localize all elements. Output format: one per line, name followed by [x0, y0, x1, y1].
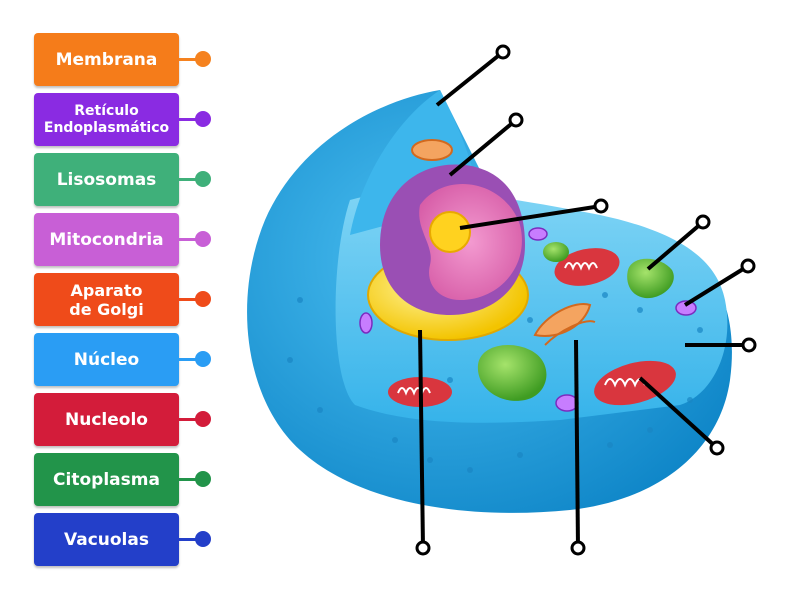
- label-text: Vacuolas: [64, 529, 149, 550]
- vacuoles: [477, 242, 674, 401]
- label-handle-dot[interactable]: [195, 51, 211, 67]
- cytoplasm-granules: [287, 292, 703, 473]
- label-vacuolas[interactable]: Vacuolas: [34, 513, 179, 566]
- lysosome-top: [411, 139, 453, 161]
- label-nucleolo[interactable]: Nucleolo: [34, 393, 179, 446]
- label-connector: [179, 58, 199, 61]
- label-citoplasma[interactable]: Citoplasma: [34, 453, 179, 506]
- label-connector: [179, 298, 199, 301]
- drop-target-pin[interactable]: [695, 214, 711, 230]
- label-text: Mitocondria: [49, 229, 164, 250]
- label-connector: [179, 478, 199, 481]
- label-handle-dot[interactable]: [195, 531, 211, 547]
- label-handle-dot[interactable]: [195, 471, 211, 487]
- label-connector: [179, 538, 199, 541]
- label-handle-dot[interactable]: [195, 231, 211, 247]
- label-handle-dot[interactable]: [195, 351, 211, 367]
- drop-target-pin[interactable]: [495, 44, 511, 60]
- label-connector: [179, 418, 199, 421]
- label-handle-dot[interactable]: [195, 111, 211, 127]
- label-nucleo[interactable]: Núcleo: [34, 333, 179, 386]
- nucleolus: [429, 211, 471, 253]
- drop-target-pin[interactable]: [593, 198, 609, 214]
- drop-target-pin[interactable]: [740, 258, 756, 274]
- label-handle-dot[interactable]: [195, 291, 211, 307]
- label-connector: [179, 118, 199, 121]
- mitochondria: [388, 248, 676, 407]
- drop-target-pin[interactable]: [709, 440, 725, 456]
- label-text: Citoplasma: [53, 469, 160, 490]
- drop-target-pin[interactable]: [570, 540, 586, 556]
- label-aparato-de-golgi[interactable]: Aparato de Golgi: [34, 273, 179, 326]
- label-connector: [179, 238, 199, 241]
- drop-target-pin[interactable]: [508, 112, 524, 128]
- label-text: Membrana: [55, 49, 158, 70]
- label-text: Núcleo: [73, 349, 140, 370]
- label-text: Aparato de Golgi: [69, 280, 144, 319]
- label-connector: [179, 178, 199, 181]
- drop-target-pin[interactable]: [741, 337, 757, 353]
- label-text: Nucleolo: [65, 409, 148, 430]
- label-membrana[interactable]: Membrana: [34, 33, 179, 86]
- label-connector: [179, 358, 199, 361]
- label-reticulo-endoplasmatico[interactable]: Retículo Endoplasmático: [34, 93, 179, 146]
- label-lisosomas[interactable]: Lisosomas: [34, 153, 179, 206]
- label-handle-dot[interactable]: [195, 411, 211, 427]
- golgi-apparatus: [533, 303, 596, 346]
- label-text: Lisosomas: [56, 169, 157, 190]
- label-handle-dot[interactable]: [195, 171, 211, 187]
- label-mitocondria[interactable]: Mitocondria: [34, 213, 179, 266]
- drop-target-pin[interactable]: [415, 540, 431, 556]
- drop-pins: [418, 50, 750, 549]
- label-text: Retículo Endoplasmático: [43, 102, 170, 136]
